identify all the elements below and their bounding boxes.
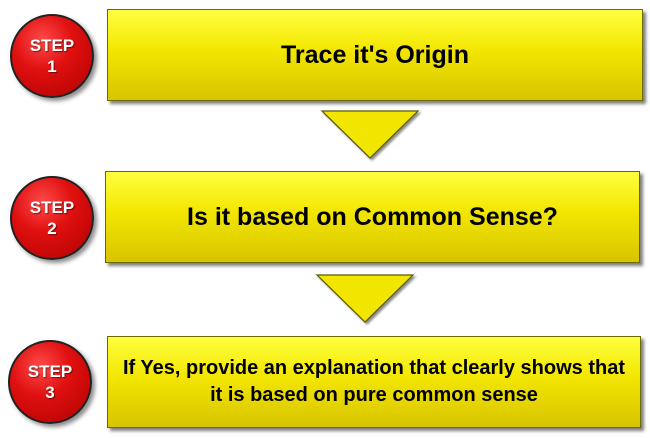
step-3-label: STEP bbox=[27, 362, 73, 381]
step-3-text: If Yes, provide an explanation that clea… bbox=[122, 357, 625, 406]
step-2-label: STEP bbox=[29, 198, 75, 217]
down-arrow-1 bbox=[320, 110, 420, 159]
step-1-box: Trace it's Origin bbox=[107, 9, 643, 101]
step-2-badge: STEP 2 bbox=[10, 176, 94, 260]
down-arrow-2 bbox=[315, 274, 415, 323]
step-2-number: 2 bbox=[47, 219, 57, 238]
step-1-badge: STEP 1 bbox=[10, 14, 94, 98]
step-1-text: Trace it's Origin bbox=[281, 40, 469, 69]
step-2-box: Is it based on Common Sense? bbox=[105, 171, 640, 263]
step-1-number: 1 bbox=[47, 57, 57, 76]
step-2-text: Is it based on Common Sense? bbox=[187, 202, 558, 231]
step-3-box: If Yes, provide an explanation that clea… bbox=[107, 336, 641, 428]
step-1-label: STEP bbox=[29, 36, 75, 55]
step-3-badge: STEP 3 bbox=[8, 340, 92, 424]
step-3-number: 3 bbox=[45, 383, 55, 402]
